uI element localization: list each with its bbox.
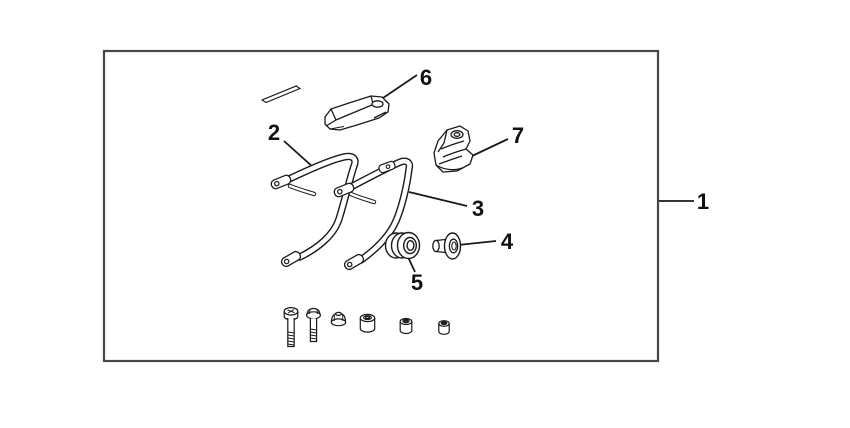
callout-3: 3 [471,196,485,221]
rubber-grommet [384,231,421,260]
trim-strip [260,85,302,104]
leader-line-5 [407,256,416,273]
rail-right-clamp [378,160,396,174]
spacer-nut-large [359,313,376,333]
long-bolt [283,306,299,348]
callout-4: 4 [500,229,514,254]
leader-line-7 [471,138,509,157]
callout-5: 5 [410,270,424,295]
rail-left-mount-tab-bottom [280,250,302,268]
leader-lines [283,74,694,273]
leader-line-2 [283,140,315,169]
callout-6: 6 [419,65,433,90]
support-rail-left [270,152,359,268]
latch-bracket-upper [324,95,390,131]
callout-2: 2 [267,120,281,145]
leader-line-4 [457,240,497,246]
callout-1: 1 [696,189,710,214]
rail-right-mount-tab-top [333,182,355,198]
rail-right-mount-tab-bottom [343,253,365,271]
short-flange-bolt [306,307,322,343]
leader-line-6 [376,74,418,103]
support-rail-right [333,157,414,271]
latch-bracket-right [433,125,474,173]
callout-7: 7 [511,123,525,148]
cap-nut [330,311,347,327]
rail-left-mount-tab-top [270,174,292,190]
collar-spacer [432,232,462,260]
spacer-nut-medium [399,317,413,335]
leader-line-3 [408,191,468,207]
spacer-nut-small [438,320,450,335]
